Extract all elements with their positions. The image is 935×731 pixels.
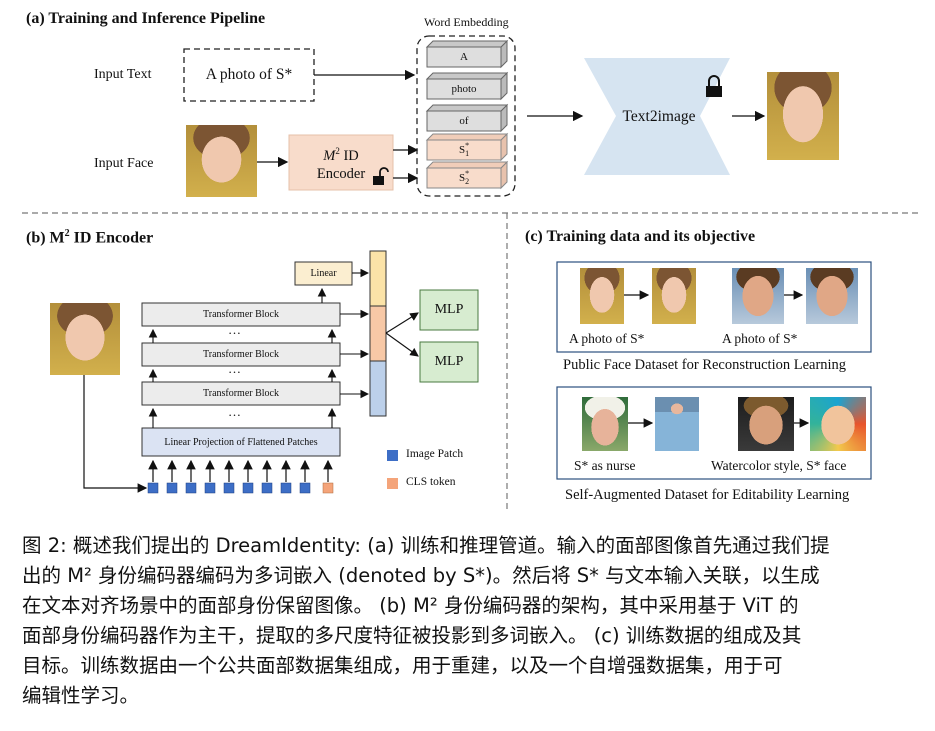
panel-c-title: (c) Training data and its objective — [525, 228, 756, 245]
s2-main: S — [458, 172, 466, 184]
s1-sup: * — [465, 141, 470, 150]
feature-segment-blue — [369, 360, 387, 417]
projection-label: Linear Projection of Flattened Patches — [164, 436, 318, 448]
aug-watercolor-image — [810, 397, 866, 451]
embedding-label-photo: photo — [451, 83, 477, 95]
lock-icon — [706, 75, 722, 97]
embedding-label-a: A — [460, 51, 468, 63]
panel-b-title: (b) M2 ID Encoder — [26, 228, 153, 247]
linear-projection-box — [141, 427, 341, 457]
public-label-1: A photo of S* — [569, 331, 645, 346]
aug-label-1: S* as nurse — [574, 458, 636, 473]
ellipsis-1: … — [228, 322, 241, 337]
m2-encoder-label: M2 ID Encoder — [289, 135, 393, 190]
embedding-label-of: of — [459, 115, 469, 127]
mlp-label-bottom: MLP — [434, 354, 464, 369]
word-embedding-title: Word Embedding — [424, 15, 509, 29]
public-input-boy — [580, 268, 624, 324]
s1-sub: 1 — [465, 149, 470, 158]
transformer-label-top: Transformer Block — [202, 309, 279, 320]
panel-b-title-suffix: ID Encoder — [69, 229, 154, 247]
legend-image-patch-swatch — [387, 450, 398, 461]
s2-sup: * — [465, 169, 470, 178]
public-dataset-box — [556, 261, 872, 353]
aug-label-2: Watercolor style, S* face — [711, 458, 847, 473]
cls-token-patch — [322, 482, 334, 494]
legend-image-patch-label: Image Patch — [406, 448, 464, 460]
unlock-icon — [373, 167, 389, 185]
public-caption: Public Face Dataset for Reconstruction L… — [563, 357, 847, 373]
s1-main: S — [458, 144, 466, 156]
encoder-m: M — [323, 147, 336, 164]
embedding-bar-s1 — [425, 132, 509, 162]
mlp-box-top — [419, 289, 479, 331]
caption-line-2: 出的 M² 身份编码器编码为多词嵌入 (denoted by S*)。然后将 S… — [22, 564, 820, 587]
figure-caption: 图 2: 概述我们提出的 DreamIdentity: (a) 训练和推理管道。… — [22, 531, 917, 711]
input-text-label: Input Text — [94, 67, 152, 82]
panel-b-title-sup: 2 — [64, 228, 70, 239]
figure-diagram — [22, 35, 922, 510]
embedding-bar-photo — [425, 71, 509, 101]
aug-input-face-2 — [738, 397, 794, 451]
caption-line-6: 编辑性学习。 — [22, 684, 140, 707]
embedding-label-s2: S*2 — [427, 168, 501, 188]
caption-line-5: 目标。训练数据由一个公共面部数据集组成，用于重建，以及一个自增强数据集，用于可 — [22, 654, 783, 677]
public-output-boy — [652, 268, 696, 324]
caption-line-4: 面部身份编码器作为主干，提取的多尺度特征被投影到多词嵌入。 (c) 训练数据的组… — [22, 624, 802, 647]
encoder-sup: 2 — [335, 146, 340, 157]
encoder-input-face — [50, 303, 120, 375]
transformer-label-bottom: Transformer Block — [202, 388, 279, 399]
aug-input-face — [582, 397, 628, 451]
text2image-label: Text2image — [622, 108, 696, 125]
embedding-bar-a — [425, 39, 509, 69]
panel-a-title: (a) Training and Inference Pipeline — [26, 10, 266, 27]
ellipsis-2: … — [228, 361, 241, 376]
embedding-bar-s2 — [425, 160, 509, 190]
input-text-value: A photo of S* — [205, 66, 293, 83]
s2-sub: 2 — [465, 177, 470, 186]
caption-line-3: 在文本对齐场景中的面部身份保留图像。 (b) M² 身份编码器的架构，其中采用基… — [22, 594, 799, 617]
output-face-image — [767, 72, 839, 160]
transformer-label-mid: Transformer Block — [202, 349, 279, 360]
encoder-line2: Encoder — [316, 165, 366, 182]
aug-nurse-image — [655, 397, 699, 451]
image-patches — [147, 482, 311, 494]
augmented-dataset-box — [556, 386, 872, 480]
panel-b-title-prefix: (b) M — [26, 229, 65, 247]
aug-caption: Self-Augmented Dataset for Editability L… — [565, 487, 850, 503]
text2image-shape — [584, 58, 730, 175]
legend-cls-token-swatch — [387, 478, 398, 489]
public-label-2: A photo of S* — [722, 331, 798, 346]
caption-line-1: 图 2: 概述我们提出的 DreamIdentity: (a) 训练和推理管道。… — [22, 534, 830, 557]
legend-cls-token-label: CLS token — [406, 476, 456, 488]
public-input-man — [732, 268, 784, 324]
embedding-bar-of — [425, 103, 509, 133]
mlp-label-top: MLP — [434, 302, 464, 317]
linear-label: Linear — [310, 268, 337, 279]
public-output-man — [806, 268, 858, 324]
feature-segment-orange — [369, 305, 387, 362]
mlp-box-bottom — [419, 341, 479, 383]
word-embedding-container — [416, 35, 516, 197]
embedding-label-s1: S*1 — [427, 140, 501, 160]
feature-segment-yellow — [369, 250, 387, 307]
ellipsis-3: … — [228, 404, 241, 419]
encoder-id: ID — [339, 147, 359, 164]
input-face-image — [186, 125, 257, 197]
input-face-label: Input Face — [94, 156, 154, 171]
